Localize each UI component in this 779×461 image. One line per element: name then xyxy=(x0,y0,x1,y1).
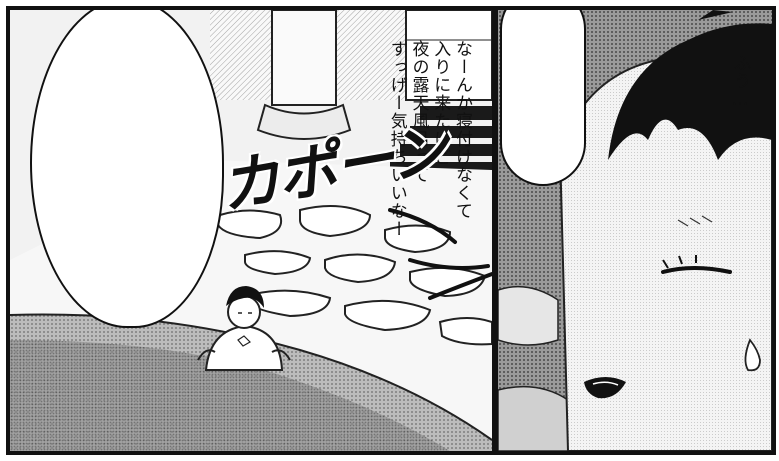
panel-right-closeup: ふう… xyxy=(494,6,776,455)
speech-bubble-left xyxy=(30,10,224,328)
mouth xyxy=(584,377,626,399)
blush-lines xyxy=(677,215,713,227)
hair xyxy=(608,23,772,161)
sweat-drop xyxy=(744,338,761,372)
rocks xyxy=(498,285,569,451)
panel-left-bath-scene: なーんか寝付けなくて 入りに来たけど 夜の露天風呂って すっげー気持ちいいなー … xyxy=(6,6,496,455)
sound-motion-lines xyxy=(388,208,492,300)
paving-stones xyxy=(216,205,492,346)
speech-text-right: ふう… xyxy=(730,54,750,111)
speech-text-left: なーんか寝付けなくて 入りに来たけど 夜の露天風呂って すっげー気持ちいいなー xyxy=(386,40,472,238)
closed-eye xyxy=(661,266,732,274)
boy-in-bath xyxy=(197,286,291,371)
speech-bubble-right xyxy=(500,10,586,186)
